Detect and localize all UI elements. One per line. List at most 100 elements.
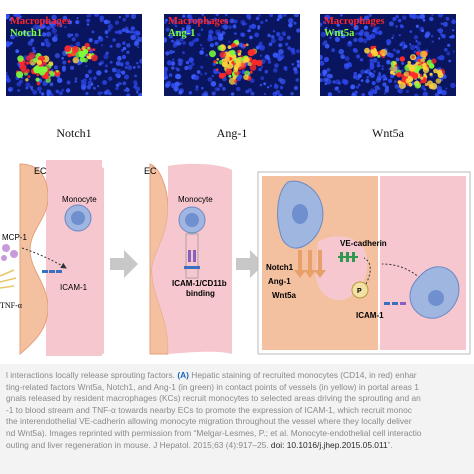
nucleus-dot [377, 26, 380, 30]
doi-link[interactable]: doi: 10.1016/j.jhep.2015.05.011 [270, 439, 388, 450]
nucleus-dot [118, 16, 121, 19]
nucleus-dot [365, 78, 370, 84]
nucleus-dot [164, 37, 168, 43]
stained-cell [86, 53, 90, 56]
nucleus-dot [276, 18, 280, 22]
stained-cell [224, 56, 230, 62]
stained-cell [422, 62, 427, 67]
nucleus-dot [233, 19, 238, 24]
nucleus-dot [372, 57, 378, 63]
stained-cell [380, 48, 388, 57]
step-arrow-2 [236, 250, 264, 278]
nucleus-dot [395, 57, 400, 62]
stained-cell [371, 51, 377, 57]
nucleus-dot [172, 58, 175, 61]
nucleus-dot [195, 85, 199, 89]
nucleus-dot [322, 69, 328, 75]
nucleus-dot [167, 80, 171, 84]
nucleus-dot [257, 27, 260, 30]
stained-cell [217, 45, 223, 51]
nucleus-dot [188, 91, 193, 95]
nucleus-dot [108, 76, 113, 81]
nucleus-dot [351, 92, 355, 96]
nucleus-dot [355, 32, 358, 35]
nucleus-dot [87, 69, 92, 74]
nucleus-dot [117, 29, 123, 35]
nucleus-dot [182, 35, 186, 39]
stained-cell [84, 42, 90, 49]
panel-label-macrophages: Macrophages [324, 16, 385, 27]
nucleus-dot [285, 68, 288, 72]
nucleus-dot [332, 80, 336, 84]
nucleus-dot [96, 70, 102, 76]
nucleus-dot [408, 43, 412, 46]
nucleus-dot [124, 66, 128, 69]
nucleus-dot [360, 29, 365, 34]
nucleus-dot [71, 37, 76, 42]
nucleus-dot [240, 19, 246, 25]
nucleus-dot [413, 50, 417, 54]
nucleus-dot [283, 33, 286, 36]
nucleus-dot [236, 86, 241, 92]
nucleus-dot [362, 38, 368, 44]
nucleus-dot [137, 37, 142, 42]
step-arrow-1 [110, 250, 138, 278]
nucleus-dot [171, 39, 174, 43]
nucleus-dot [397, 18, 402, 23]
nucleus-dot [259, 83, 263, 87]
nucleus-dot [247, 88, 252, 93]
nucleus-dot [260, 65, 264, 68]
nucleus-dot [334, 36, 340, 42]
nucleus-dot [31, 46, 36, 51]
nucleus-dot [327, 92, 333, 96]
nucleus-dot [41, 92, 45, 96]
nucleus-dot [353, 37, 358, 43]
stained-cell [92, 48, 96, 51]
nucleus-dot [70, 65, 75, 70]
nucleus-dot [39, 91, 42, 94]
stained-cell [25, 61, 29, 65]
stained-cell [408, 64, 413, 68]
nucleus-dot [337, 29, 342, 34]
binding-label-line1: ICAM-1/CD11b [172, 279, 227, 288]
phosphate-label: P [357, 288, 362, 295]
nucleus-dot [121, 54, 127, 60]
nucleus-dot [125, 14, 130, 18]
nucleus-dot [58, 91, 63, 96]
nucleus-dot [288, 23, 293, 28]
nucleus-dot [207, 77, 213, 82]
panel-caption-notch1: Notch1 [56, 126, 92, 140]
stained-cell [233, 66, 237, 70]
nucleus-dot [360, 79, 364, 82]
nucleus-dot [88, 38, 93, 43]
nucleus-dot [378, 88, 381, 90]
nucleus-dot [201, 47, 204, 50]
stained-cell [216, 58, 219, 61]
nucleus-dot [356, 18, 362, 23]
nucleus-dot [221, 25, 224, 28]
nucleus-dot [31, 88, 34, 91]
nucleus-dot [133, 85, 137, 89]
nucleus-dot [98, 35, 102, 40]
stained-cell [219, 51, 227, 59]
nucleus-dot [296, 28, 300, 33]
nucleus-dot [234, 82, 238, 86]
stained-cell [251, 49, 257, 55]
nucleus-dot [188, 41, 194, 47]
nucleus-dot [196, 70, 201, 74]
nucleus-dot [93, 14, 100, 17]
nucleus-dot [165, 27, 170, 32]
nucleus-dot [245, 23, 248, 25]
nucleus-dot [450, 34, 455, 39]
stained-cell [82, 48, 89, 55]
nucleus-dot [392, 16, 397, 22]
panel-label-marker: Ang-1 [168, 28, 196, 39]
nucleus-dot [336, 86, 339, 90]
nucleus-dot [264, 69, 269, 74]
nucleus-dot [293, 21, 297, 25]
nucleus-dot [200, 44, 203, 47]
nucleus-dot [276, 32, 281, 37]
nucleus-dot [381, 74, 387, 79]
ec-right-cell [380, 176, 466, 350]
nucleus-dot [46, 25, 51, 31]
